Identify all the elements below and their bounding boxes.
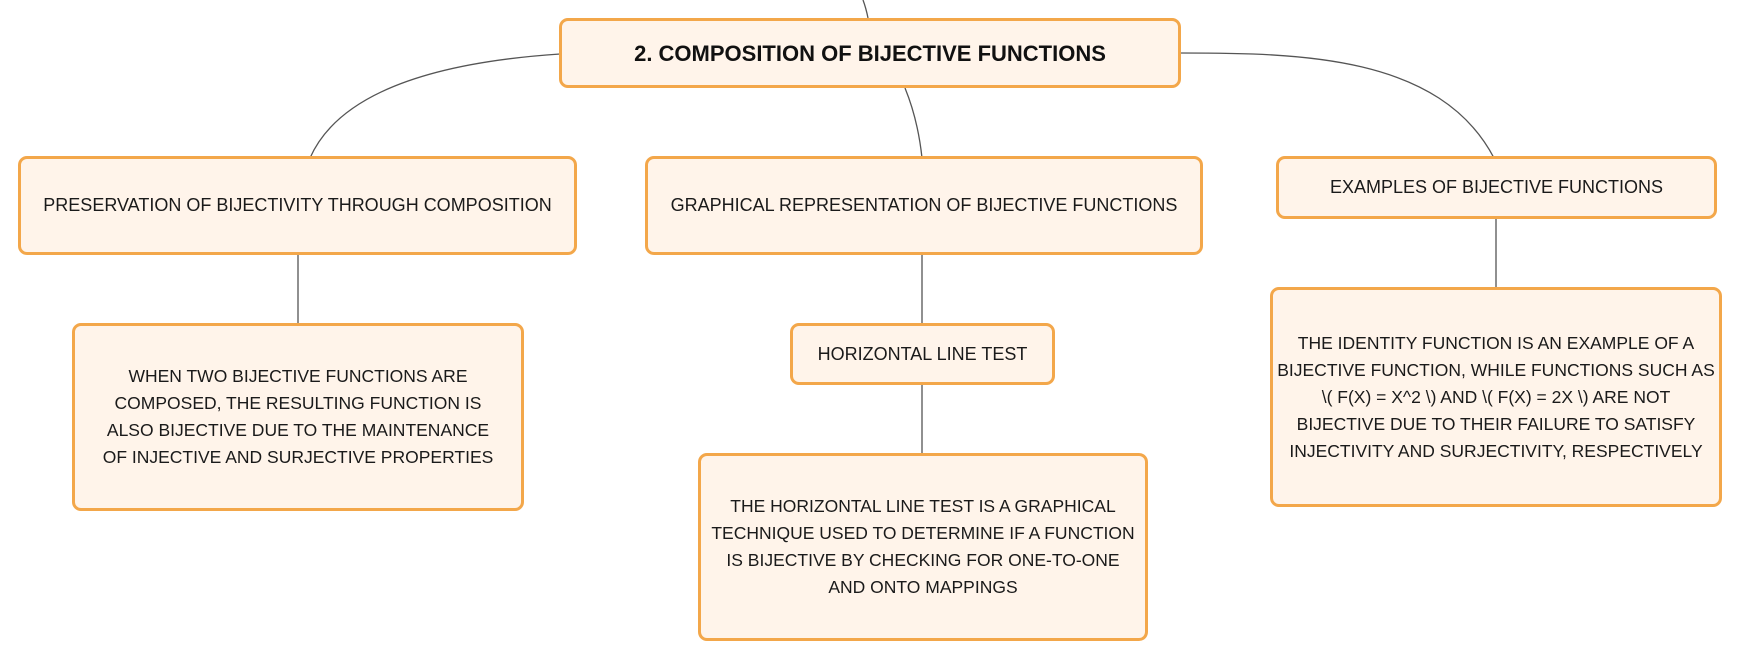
composition-detail-node[interactable]: WHEN TWO BIJECTIVE FUNCTIONS ARE COMPOSE… <box>72 323 524 511</box>
incoming-connector <box>862 0 869 19</box>
preservation-of-bijectivity-node[interactable]: PRESERVATION OF BIJECTIVITY THROUGH COMP… <box>18 156 577 255</box>
identity-function-example-node[interactable]: THE IDENTITY FUNCTION IS AN EXAMPLE OF A… <box>1270 287 1722 507</box>
root-to-graphical-connector <box>904 87 923 159</box>
root-topic-node[interactable]: 2. COMPOSITION OF BIJECTIVE FUNCTIONS <box>559 18 1181 88</box>
graphical-representation-node[interactable]: GRAPHICAL REPRESENTATION OF BIJECTIVE FU… <box>645 156 1203 255</box>
examples-of-bijective-functions-node[interactable]: EXAMPLES OF BIJECTIVE FUNCTIONS <box>1276 156 1717 219</box>
root-to-preservation-connector <box>309 53 561 159</box>
horizontal-line-test-node[interactable]: HORIZONTAL LINE TEST <box>790 323 1055 385</box>
horizontal-line-test-detail-node[interactable]: THE HORIZONTAL LINE TEST IS A GRAPHICAL … <box>698 453 1148 641</box>
root-to-examples-connector <box>1179 52 1495 159</box>
